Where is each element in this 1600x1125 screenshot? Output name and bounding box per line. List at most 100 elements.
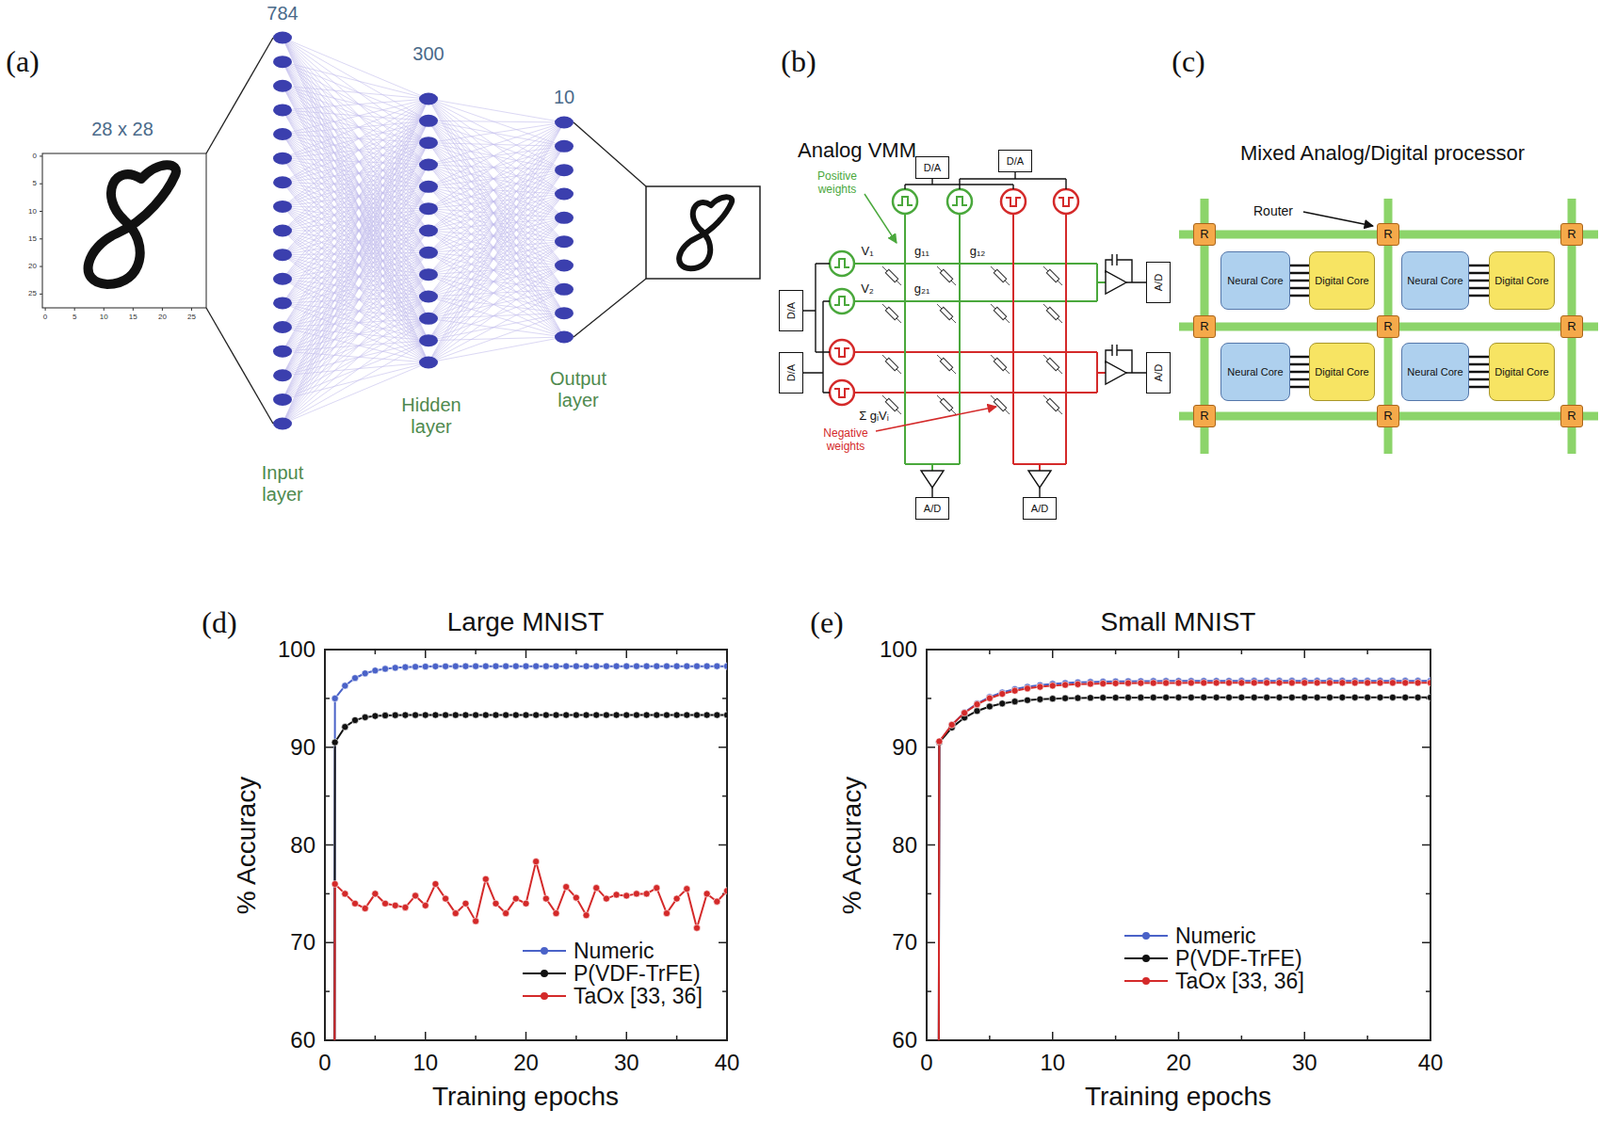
weight-line [428,217,565,319]
resistor-lead [937,395,956,415]
series-marker [542,895,550,903]
pulse-source [829,289,855,314]
series-marker [502,662,510,670]
neuron [273,321,292,334]
sum-wire [1097,352,1106,393]
series-marker [442,895,450,903]
legend-marker [1142,954,1150,963]
weight-line [428,265,565,341]
legend-sample [520,943,568,959]
layer-name: Hidden layer [393,394,469,438]
legend-item: TaOx [33, 36] [1122,968,1305,995]
tick-mark [324,893,330,896]
series-marker [472,662,480,670]
series-marker [492,711,500,719]
series-marker [1225,694,1232,701]
weight-line [428,98,565,314]
node-text: R [1199,227,1209,242]
opamp-symbol [1105,361,1127,385]
series-marker [1250,694,1258,701]
series-marker [623,711,631,719]
weight-line [428,120,565,123]
series-marker [973,701,981,709]
input-image-frame [42,153,207,308]
series-marker [572,711,580,719]
weight-line [428,145,565,340]
pulse-source [1053,189,1079,214]
series-marker [371,712,379,720]
axis-tick-label: 20 [513,1050,539,1077]
series-marker [1062,694,1069,702]
series-marker [552,711,560,719]
weight-line [282,143,429,401]
axis-tick-label: 5 [72,312,77,322]
node-text: R [1567,409,1576,423]
tick-mark [324,990,330,993]
weight-line [282,318,429,400]
legend-sample [1122,951,1170,967]
series-marker [411,892,419,900]
weight-line [282,186,429,400]
tick-mark [474,649,477,655]
bus-stripe [1290,386,1310,389]
series-marker [442,662,450,670]
series-marker [1288,694,1295,701]
tick-mark [926,746,936,749]
row-wire [854,351,1098,354]
series-marker [1023,685,1031,693]
legend-text: P(VDF-TrFE) [573,961,701,987]
tick-mark [722,990,728,993]
series-marker [1313,679,1321,687]
tick-mark [726,649,728,659]
weight-line [282,85,429,99]
pulse-symbol [1058,197,1074,207]
leader-arrow [864,193,897,243]
series-marker [1175,694,1182,701]
axis-tick-label: 60 [891,1027,918,1054]
series-marker [432,662,439,670]
resistor-lead [937,304,956,324]
network-link [1399,323,1561,332]
series-marker [331,880,339,888]
weight-line [282,186,429,375]
chart-plot [926,649,1435,1125]
series-marker [1163,694,1170,701]
tick-mark [926,648,936,651]
axis-tick-label: 30 [1292,1050,1318,1077]
series-marker [683,662,691,670]
weight-line [282,62,429,363]
series-marker [1200,679,1208,687]
series-marker [361,905,369,912]
network-link [1399,412,1561,421]
weight-line [428,145,565,319]
weight-line [282,120,429,134]
series-marker [593,662,600,670]
weight-line [428,217,565,253]
series-marker [512,895,519,903]
neuron [273,393,292,406]
weight-line [428,217,565,363]
weight-line [282,164,429,424]
series-marker [623,662,631,670]
pulse-source [947,189,972,214]
weight-line [428,164,565,266]
tick-mark [1429,1032,1432,1041]
neuron [419,202,438,215]
axis-tick-label: 20 [158,312,167,322]
tick-mark [718,1039,728,1042]
series-marker [713,898,721,906]
tick-mark [1366,649,1369,655]
series-marker [662,711,670,719]
series-marker [432,880,439,888]
tick-mark [1422,746,1431,749]
tick-mark [103,307,105,311]
series-marker [1137,679,1145,687]
bus-stripe [1290,264,1310,268]
weight-line [282,230,429,376]
series-marker [632,890,640,898]
node-text: R [1383,227,1392,242]
tick-mark [1241,649,1244,655]
weight-line [428,186,565,313]
series-marker [402,663,409,671]
tick-mark [39,183,43,185]
